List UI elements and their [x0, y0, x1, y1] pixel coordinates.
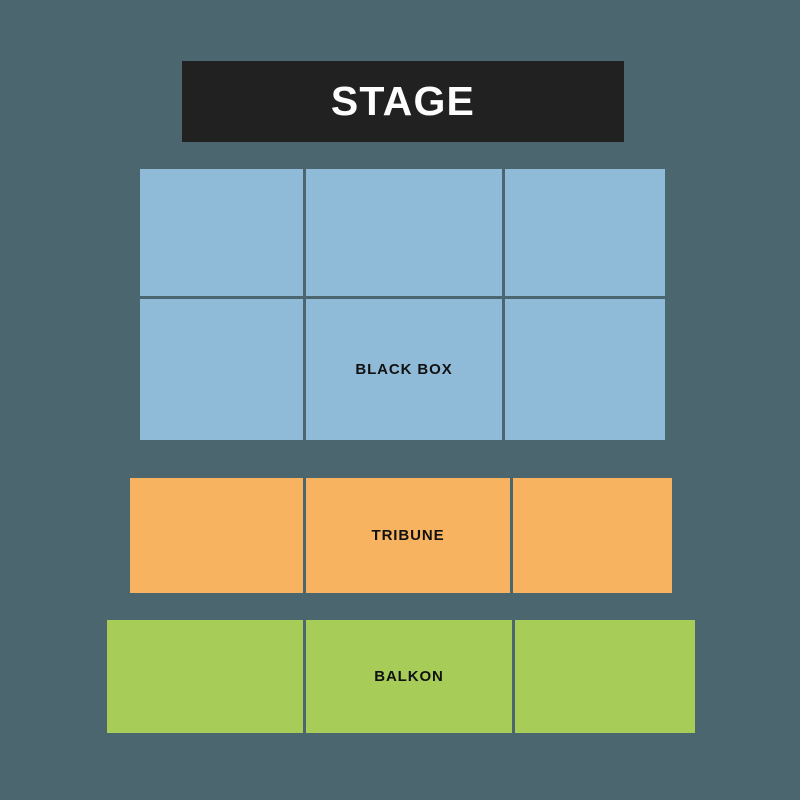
seat-block-black-box-r1c3[interactable]	[502, 169, 665, 296]
seat-block-black-box-r2c1[interactable]	[140, 298, 303, 440]
section-tribune: TRIBUNE	[130, 478, 672, 593]
seat-block-balkon-r1c1[interactable]	[107, 620, 303, 733]
seat-row: BALKON	[107, 620, 695, 733]
stage-block: STAGE	[182, 61, 624, 142]
seat-block-black-box-r2c3[interactable]	[502, 298, 665, 440]
section-label-tribune: TRIBUNE	[371, 527, 445, 544]
seat-row	[140, 169, 665, 296]
seat-row: BLACK BOX	[140, 295, 665, 440]
section-balkon: BALKON	[107, 620, 695, 733]
seat-block-black-box-r2c2[interactable]: BLACK BOX	[303, 298, 502, 440]
section-label-black-box: BLACK BOX	[355, 360, 453, 378]
seat-block-black-box-r1c1[interactable]	[140, 169, 303, 296]
section-black-box: BLACK BOX	[140, 169, 665, 440]
seat-block-balkon-r1c3[interactable]	[512, 620, 695, 733]
seat-block-balkon-r1c2[interactable]: BALKON	[303, 620, 512, 733]
stage-label: STAGE	[330, 78, 476, 124]
seat-block-black-box-r1c2[interactable]	[303, 169, 502, 296]
seat-block-tribune-r1c3[interactable]	[510, 478, 672, 593]
seat-block-tribune-r1c2[interactable]: TRIBUNE	[303, 478, 510, 593]
seat-block-tribune-r1c1[interactable]	[130, 478, 303, 593]
section-label-balkon: BALKON	[374, 668, 444, 685]
seat-row: TRIBUNE	[130, 478, 672, 593]
